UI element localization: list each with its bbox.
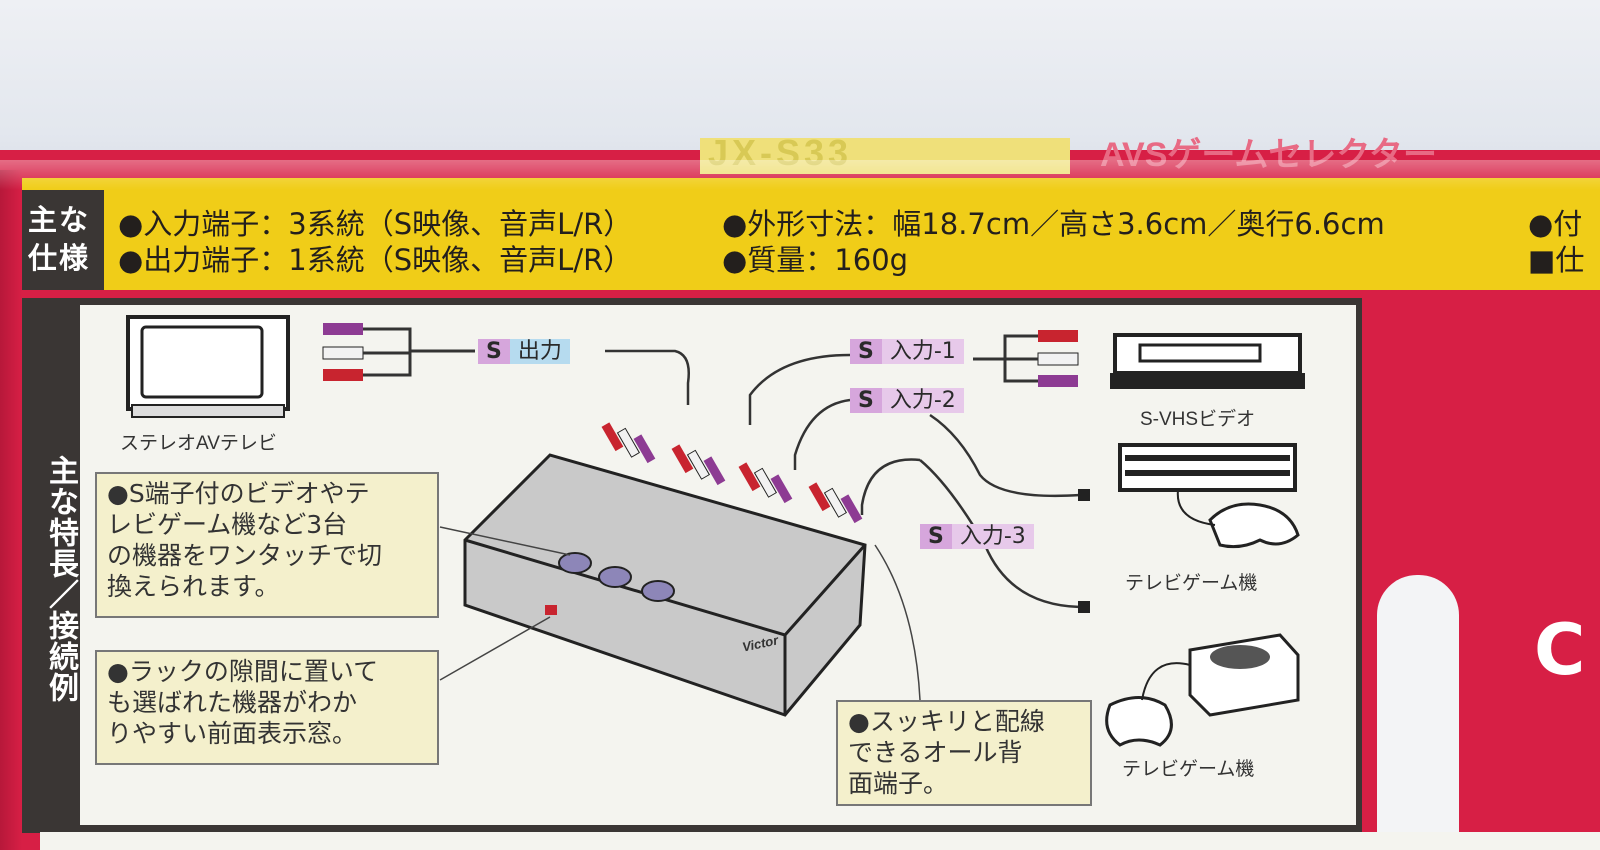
note-line: 面端子。 bbox=[848, 769, 949, 798]
input1-plugs-icon bbox=[1037, 330, 1079, 387]
spec-label-main: 主な bbox=[28, 203, 91, 237]
note-line: りやすい前面表示窓。 bbox=[107, 719, 358, 748]
feature-note-switching: ●S端子付のビデオやテ レビゲーム機など3台 の機器をワンタッチで切 換えられま… bbox=[95, 472, 439, 618]
output-plugs-icon bbox=[322, 323, 364, 381]
note-line: ●ラックの隙間に置いて bbox=[107, 657, 379, 686]
model-number: JX-S33 bbox=[708, 132, 853, 173]
s-video-badge: S bbox=[850, 388, 882, 413]
note-line: ●スッキリと配線 bbox=[848, 707, 1045, 736]
note-line: できるオール背 bbox=[848, 738, 1023, 767]
input1-tag-label: 入力-1 bbox=[881, 339, 964, 364]
connection-diagram bbox=[126, 315, 1305, 747]
vcr-icon bbox=[1110, 333, 1305, 389]
feature-note-rear-terminals: ●スッキリと配線 できるオール背 面端子。 bbox=[836, 700, 1092, 806]
hang-hole bbox=[1377, 575, 1459, 850]
tv-label: ステレオAVテレビ bbox=[120, 433, 277, 454]
note-line: ●S端子付のビデオやテ bbox=[107, 479, 370, 508]
spec-band bbox=[22, 178, 1600, 290]
bottom-edge bbox=[40, 832, 1600, 850]
switch-box-icon bbox=[463, 453, 867, 717]
box-left-edge bbox=[0, 170, 22, 850]
product-title: AVSゲームセレクター bbox=[1100, 136, 1438, 174]
note-line: も選ばれた機器がわか bbox=[107, 688, 358, 717]
note-line: 換えられます。 bbox=[107, 572, 280, 601]
spec-label-specs: 仕様 bbox=[28, 241, 91, 275]
spec-cut-1: ●付 bbox=[1528, 207, 1583, 241]
cut-off-glyph: C bbox=[1534, 609, 1586, 691]
s-video-badge: S bbox=[478, 339, 510, 364]
switch-plugs-icon bbox=[601, 422, 863, 524]
tv-icon bbox=[126, 315, 290, 418]
note-line: の機器をワンタッチで切 bbox=[107, 541, 383, 570]
game-console-2-label: テレビゲーム機 bbox=[1122, 759, 1255, 780]
s-video-badge: S bbox=[920, 524, 952, 549]
input3-tag-label: 入力-3 bbox=[951, 524, 1034, 549]
vcr-label: S-VHSビデオ bbox=[1140, 409, 1256, 430]
game-console-1-icon bbox=[1118, 443, 1300, 549]
features-side-label: 主な特長／接続例 bbox=[43, 455, 78, 703]
spec-cut-2: ■仕 bbox=[1528, 243, 1585, 277]
spec-output-terminals: ●出力端子：1系統（S映像、音声L/R） bbox=[118, 243, 633, 277]
model-tab bbox=[700, 138, 1070, 174]
spec-input-terminals: ●入力端子：3系統（S映像、音声L/R） bbox=[118, 207, 633, 241]
spec-dimensions: ●外形寸法：幅18.7cm／高さ3.6cm／奥行6.6cm bbox=[722, 207, 1385, 241]
output-tag-label: 出力 bbox=[509, 339, 570, 364]
game-console-1-label: テレビゲーム機 bbox=[1125, 573, 1258, 594]
input2-tag-label: 入力-2 bbox=[881, 388, 964, 413]
s-video-badge: S bbox=[850, 339, 882, 364]
game-console-2-icon bbox=[1105, 633, 1300, 747]
spec-weight: ●質量：160g bbox=[722, 243, 909, 277]
plastic-glare bbox=[0, 160, 1600, 190]
spec-label-box bbox=[22, 190, 104, 290]
feature-note-front-window: ●ラックの隙間に置いて も選ばれた機器がわか りやすい前面表示窓。 bbox=[95, 650, 439, 765]
note-line: レビゲーム機など3台 bbox=[107, 510, 348, 539]
